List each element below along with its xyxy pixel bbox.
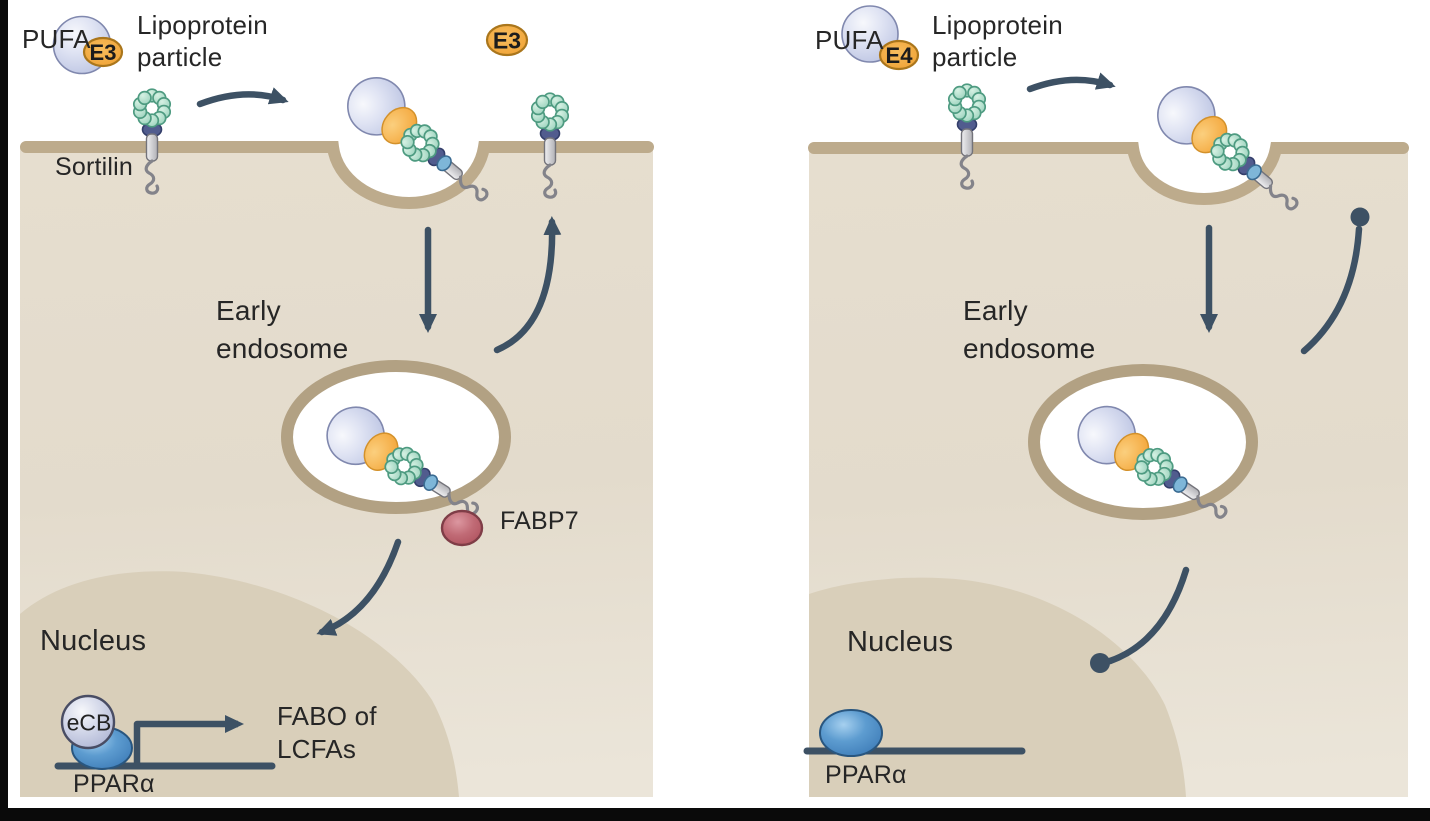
fabp7-molecule — [440, 509, 484, 547]
lipoprotein-label-right: Lipoprotein particle — [932, 10, 1063, 72]
apoe4-badge-shape — [878, 39, 920, 71]
ecb-label: eCB — [66, 709, 112, 736]
transcription-promoter-arrow — [133, 715, 244, 766]
nucleus-right — [809, 577, 1186, 797]
early-endosome-left — [281, 360, 511, 514]
binding-arrow-left — [196, 87, 289, 108]
early-endosome-label-left: Early endosome — [216, 295, 349, 364]
ppar-alpha-right — [819, 709, 883, 757]
panel-apoe3 — [20, 15, 654, 797]
recycling-arrow-left — [493, 216, 562, 354]
apoe3-badge-label: E3 — [89, 40, 117, 65]
early-endosome-label-right: Early endosome — [963, 295, 1096, 364]
ecb-molecule — [60, 694, 116, 750]
pufa-label-right: PUFA — [815, 25, 884, 55]
pufa-lipoprotein-particle-right — [841, 5, 920, 71]
transcription-target-label: FABO of LCFAs — [277, 701, 377, 764]
plasma-membrane-right — [808, 142, 1409, 206]
binding-arrow-right — [1026, 72, 1116, 93]
pufa-lipoprotein-particle-left — [52, 15, 124, 75]
panel-apoe4 — [803, 5, 1409, 797]
sortilin-label: Sortilin — [55, 153, 134, 181]
frame-left-bar — [0, 0, 8, 821]
apoe3-badge-shape — [82, 36, 124, 68]
apoe4-badge-label: E4 — [885, 43, 913, 68]
released-apoe3-badge-label: E3 — [492, 27, 522, 54]
pufa-label-left: PUFA — [22, 24, 91, 54]
recycling-blocked-inhibitor — [1300, 207, 1370, 355]
plasma-membrane-left — [20, 141, 654, 210]
nuclear-delivery-arrow-left — [316, 538, 402, 636]
released-apoe3-badge-shape — [485, 23, 529, 57]
lipoprotein-label-left: Lipoprotein particle — [137, 10, 268, 72]
nucleus-label-right: Nucleus — [847, 626, 954, 658]
frame-bottom-bar — [0, 808, 1430, 821]
nucleus-label-left: Nucleus — [40, 625, 147, 657]
ppar-label-left: PPARα — [73, 770, 155, 798]
ppar-label-right: PPARα — [825, 761, 907, 789]
fabp7-label: FABP7 — [500, 507, 579, 535]
nuclear-delivery-blocked-inhibitor — [1090, 566, 1190, 673]
